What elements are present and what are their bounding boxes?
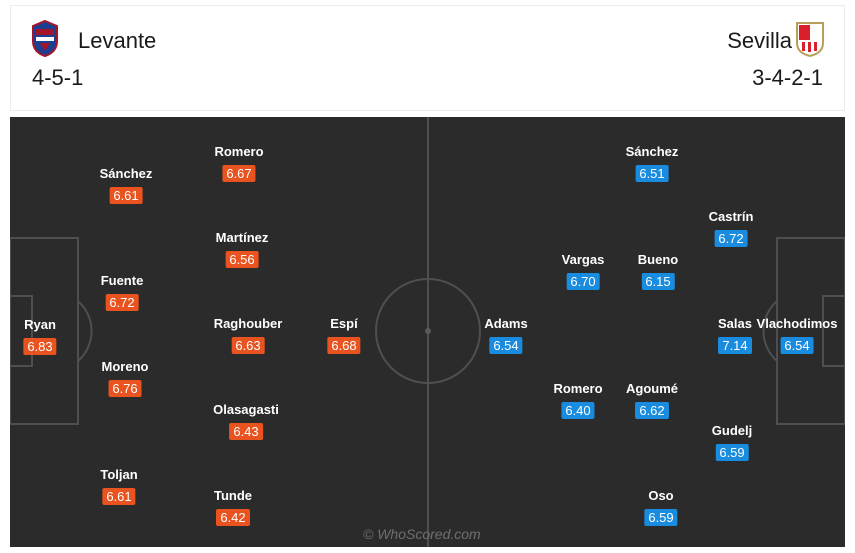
player-rating: 6.40 [561,402,595,419]
player-name: Vlachodimos [756,316,838,331]
player-rating: 6.62 [635,402,669,419]
player-rating: 6.72 [105,294,139,311]
player-name: Castrín [708,209,754,224]
away-player[interactable]: Bueno 6.15 [638,252,678,291]
player-name: Toljan [100,467,138,482]
player-name: Oso [648,488,674,503]
pitch: Ryan 6.83 Sánchez 6.61 Fuente 6.72 Moren… [10,117,845,547]
home-player[interactable]: Sánchez 6.61 [99,166,153,205]
away-player[interactable]: Castrín 6.72 [708,209,754,248]
home-player[interactable]: Ryan 6.83 [23,317,57,356]
away-player[interactable]: Sánchez 6.51 [625,144,679,183]
player-rating: 6.83 [23,338,57,355]
away-player[interactable]: Salas 7.14 [718,316,752,355]
away-player[interactable]: Romero 6.40 [553,381,603,420]
player-rating: 6.59 [644,509,678,526]
home-player[interactable]: Martínez 6.56 [215,230,269,269]
player-rating: 6.54 [489,337,523,354]
player-name: Romero [214,144,264,159]
player-name: Moreno [101,359,149,374]
whoscored-watermark: © WhoScored.com [363,526,481,542]
player-rating: 6.51 [635,165,669,182]
player-name: Sánchez [99,166,153,181]
away-formation: 3-4-2-1 [752,65,823,90]
player-name: Salas [718,316,752,331]
player-rating: 6.72 [714,230,748,247]
player-rating: 6.61 [109,187,143,204]
player-rating: 6.68 [327,337,361,354]
player-rating: 6.70 [566,273,600,290]
levante-crest-icon [32,19,58,57]
home-player[interactable]: Toljan 6.61 [100,467,138,506]
player-rating: 6.43 [229,423,263,440]
away-player[interactable]: Vlachodimos 6.54 [756,316,838,355]
home-formation: 4-5-1 [32,65,84,90]
home-player[interactable]: Espí 6.68 [327,316,361,355]
away-team-name: Sevilla [727,28,792,53]
player-name: Tunde [213,488,253,503]
home-team-name: Levante [78,28,157,53]
home-player[interactable]: Olasagasti 6.43 [213,402,279,441]
player-name: Raghouber [213,316,283,331]
player-rating: 6.42 [216,509,250,526]
player-name: Bueno [637,252,679,267]
player-rating: 6.59 [715,444,749,461]
away-player[interactable]: Adams 6.54 [484,316,528,355]
home-player[interactable]: Fuente 6.72 [100,273,144,312]
player-name: Ryan [24,317,56,332]
player-rating: 6.67 [222,165,256,182]
player-name: Adams [484,316,528,331]
away-player[interactable]: Oso 6.59 [644,488,678,527]
player-name: Agoumé [626,381,678,396]
home-player[interactable]: Romero 6.67 [214,144,264,183]
away-player[interactable]: Vargas 6.70 [561,252,605,291]
away-player[interactable]: Agoumé 6.62 [626,381,678,420]
player-name: Martínez [215,230,269,245]
home-player[interactable]: Tunde 6.42 [214,488,252,527]
player-rating: 6.61 [102,488,136,505]
home-player[interactable]: Moreno 6.76 [101,359,149,398]
player-name: Romero [553,381,603,396]
player-rating: 6.54 [780,337,814,354]
player-rating: 6.63 [231,337,265,354]
player-name: Fuente [100,273,144,288]
player-rating: 6.76 [108,380,142,397]
player-rating: 7.14 [718,337,752,354]
player-name: Gudelj [711,423,753,438]
pitch-lines [10,117,845,547]
player-rating: 6.15 [641,273,675,290]
player-name: Sánchez [625,144,679,159]
sevilla-crest-icon [796,22,824,57]
player-rating: 6.56 [225,251,259,268]
match-header: Levante 4-5-1 Sevilla 3-4-2-1 [10,5,845,111]
player-name: Olasagasti [213,402,279,417]
home-player[interactable]: Raghouber 6.63 [213,316,283,355]
player-name: Espí [330,316,358,331]
away-player[interactable]: Gudelj 6.59 [712,423,752,462]
player-name: Vargas [561,252,605,267]
